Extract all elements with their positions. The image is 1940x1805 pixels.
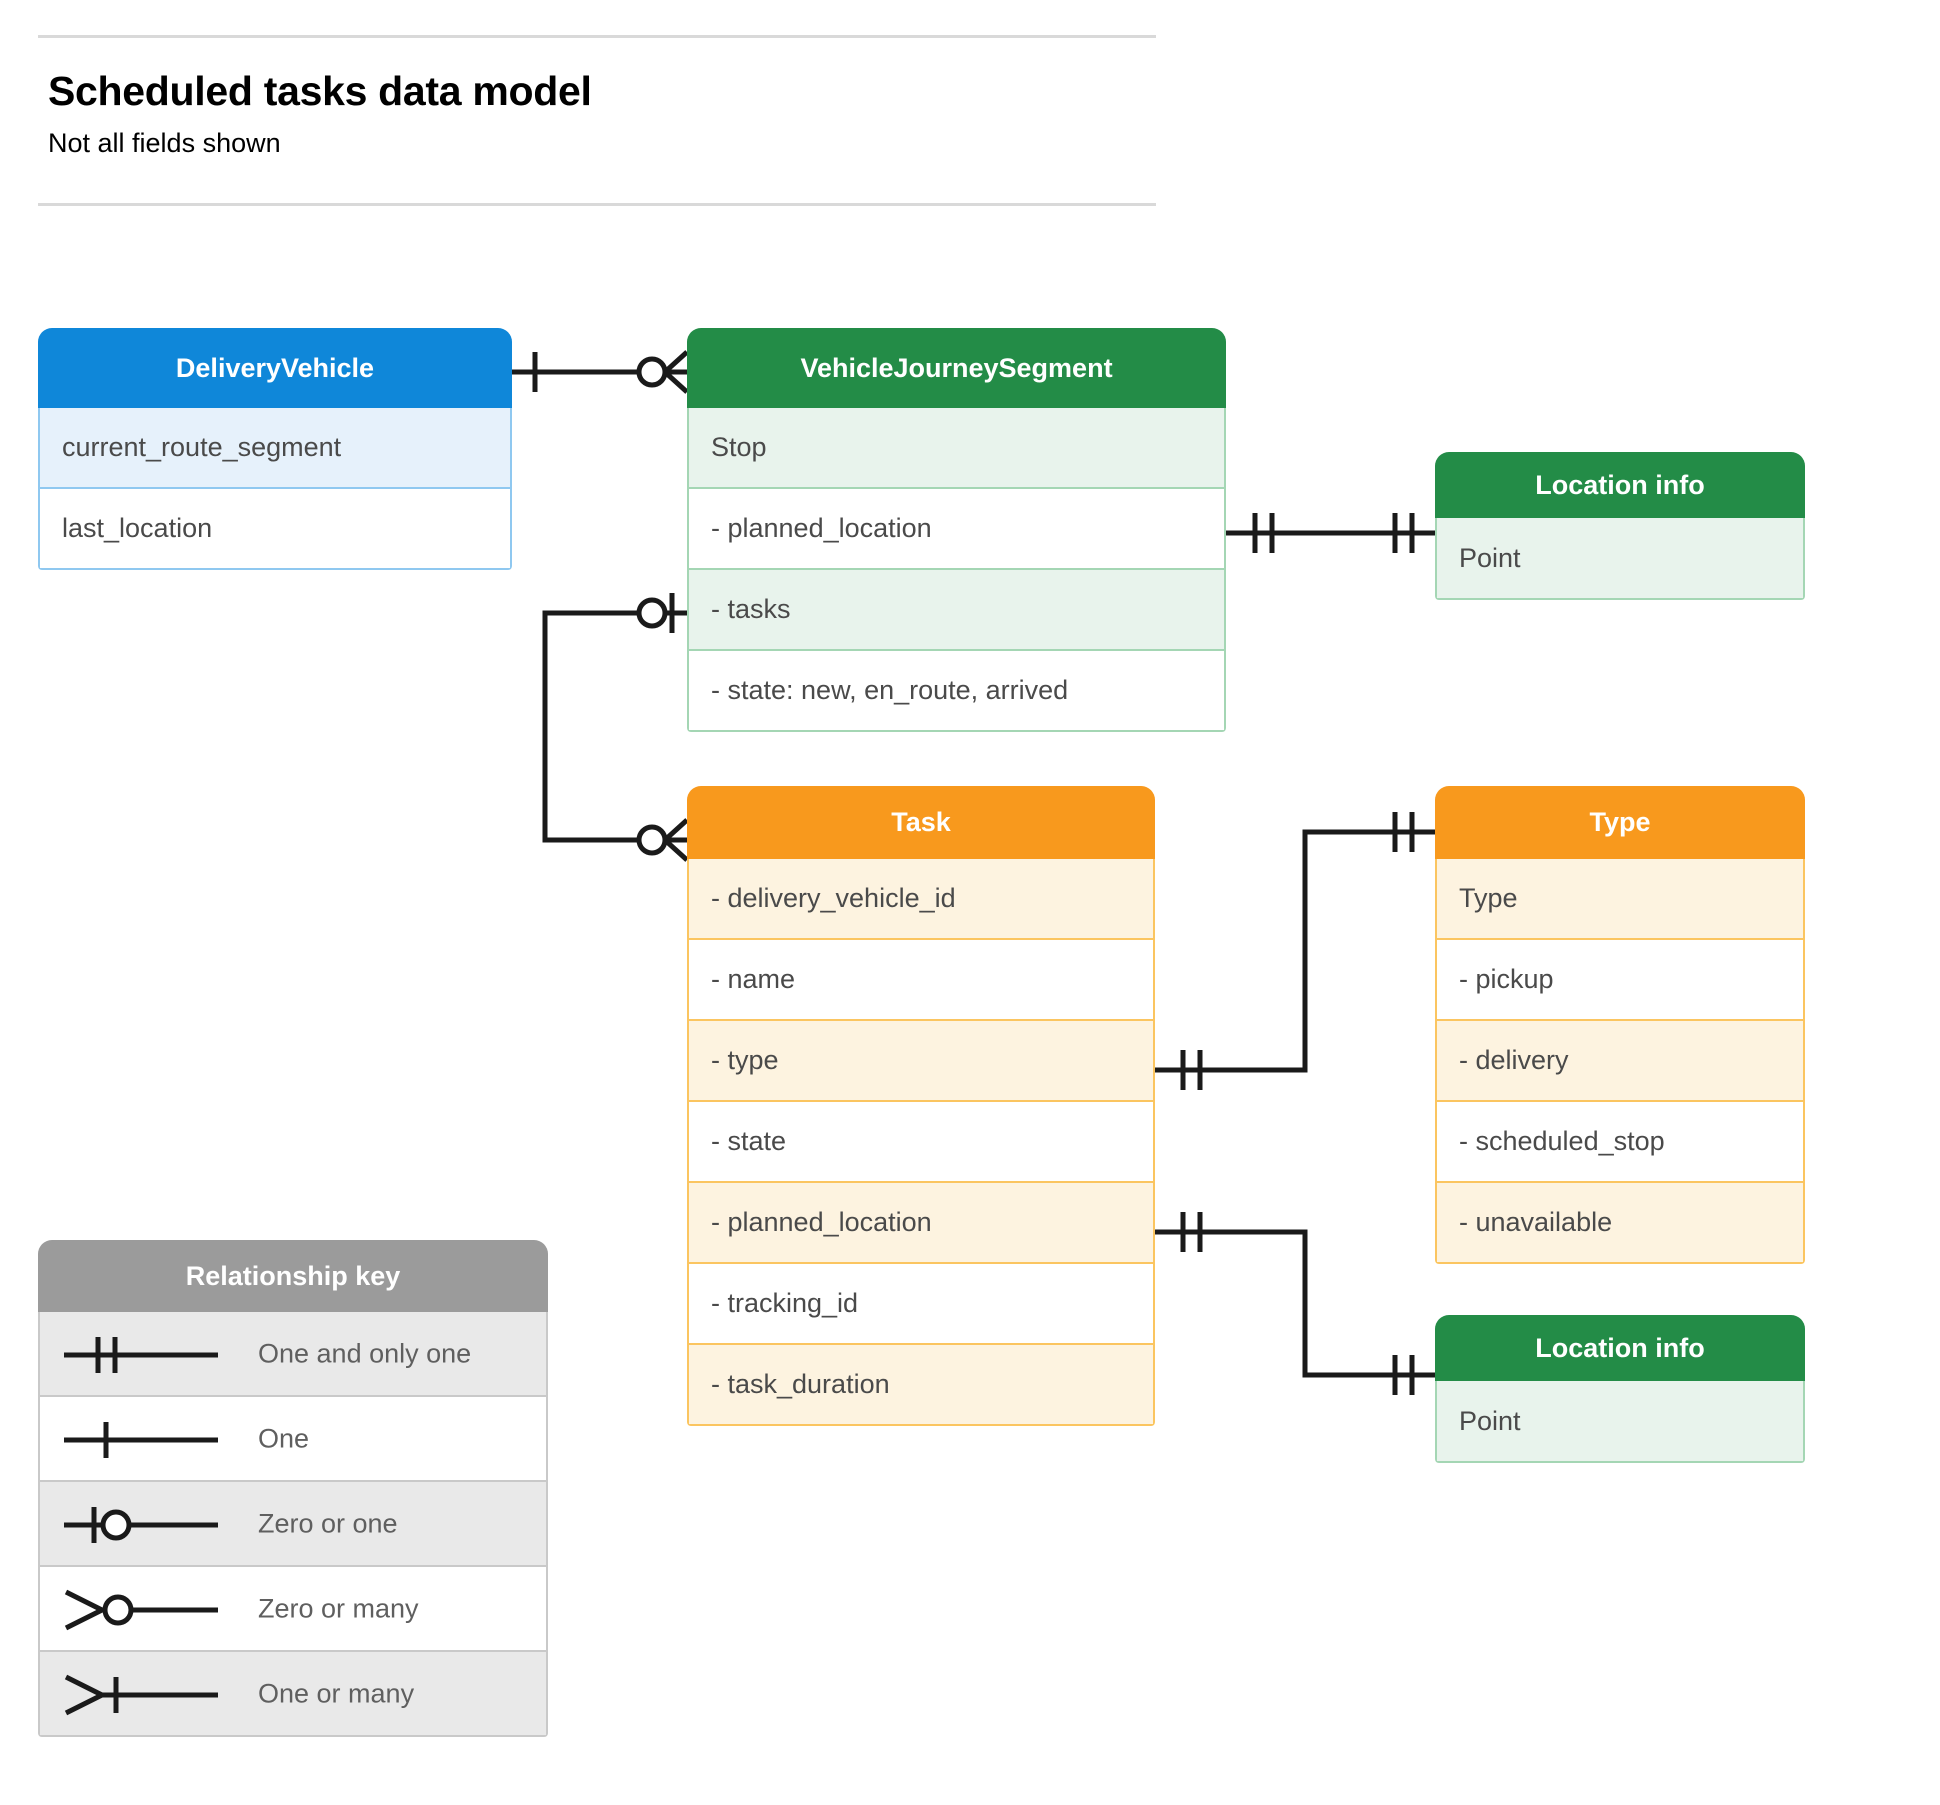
- legend-item[interactable]: Zero or many: [38, 1567, 548, 1652]
- entity-task[interactable]: Task - delivery_vehicle_id - name - type…: [687, 786, 1155, 1426]
- field-row[interactable]: Type: [1435, 859, 1805, 940]
- field-row[interactable]: - delivery_vehicle_id: [687, 859, 1155, 940]
- field-row[interactable]: Point: [1435, 518, 1805, 600]
- one-icon: [58, 1397, 228, 1480]
- page-title: Scheduled tasks data model: [48, 68, 592, 114]
- legend-item[interactable]: Zero or one: [38, 1482, 548, 1567]
- field-row[interactable]: current_route_segment: [38, 408, 512, 489]
- field-row[interactable]: - scheduled_stop: [1435, 1102, 1805, 1183]
- field-row[interactable]: last_location: [38, 489, 512, 570]
- entity-title-type: Type: [1435, 786, 1805, 859]
- relationship-key-legend[interactable]: Relationship key One and only one: [38, 1240, 548, 1737]
- legend-title: Relationship key: [38, 1240, 548, 1312]
- legend-item-label: Zero or one: [258, 1508, 398, 1538]
- entity-title-delivery-vehicle: DeliveryVehicle: [38, 328, 512, 408]
- entity-title-location-info-bottom: Location info: [1435, 1315, 1805, 1381]
- entity-title-location-info-top: Location info: [1435, 452, 1805, 518]
- field-row[interactable]: Stop: [687, 408, 1226, 489]
- field-row[interactable]: - state: new, en_route, arrived: [687, 651, 1226, 732]
- entity-location-info-bottom[interactable]: Location info Point: [1435, 1315, 1805, 1463]
- header-divider-bottom: [38, 203, 1156, 206]
- legend-item[interactable]: One and only one: [38, 1312, 548, 1397]
- entity-vehicle-journey-segment[interactable]: VehicleJourneySegment Stop - planned_loc…: [687, 328, 1226, 732]
- field-row[interactable]: - pickup: [1435, 940, 1805, 1021]
- legend-item-label: One: [258, 1423, 310, 1453]
- page-subtitle: Not all fields shown: [48, 128, 281, 158]
- field-row[interactable]: Point: [1435, 1381, 1805, 1463]
- entity-title-task: Task: [687, 786, 1155, 859]
- entity-title-vehicle-journey-segment: VehicleJourneySegment: [687, 328, 1226, 408]
- field-row[interactable]: - tracking_id: [687, 1264, 1155, 1345]
- zero-or-one-icon: [58, 1482, 228, 1565]
- one-and-only-one-icon: [58, 1312, 228, 1395]
- legend-item-label: One or many: [258, 1678, 415, 1708]
- one-or-many-icon: [58, 1652, 228, 1735]
- field-row[interactable]: - planned_location: [687, 1183, 1155, 1264]
- legend-item[interactable]: One or many: [38, 1652, 548, 1737]
- field-row[interactable]: - unavailable: [1435, 1183, 1805, 1264]
- field-row[interactable]: - name: [687, 940, 1155, 1021]
- field-row[interactable]: - task_duration: [687, 1345, 1155, 1426]
- field-row[interactable]: - type: [687, 1021, 1155, 1102]
- legend-item[interactable]: One: [38, 1397, 548, 1482]
- zero-or-many-icon: [58, 1567, 228, 1650]
- field-row[interactable]: - tasks: [687, 570, 1226, 651]
- entity-location-info-top[interactable]: Location info Point: [1435, 452, 1805, 600]
- field-row[interactable]: - state: [687, 1102, 1155, 1183]
- field-row[interactable]: - delivery: [1435, 1021, 1805, 1102]
- entity-type[interactable]: Type Type - pickup - delivery - schedule…: [1435, 786, 1805, 1264]
- field-row[interactable]: - planned_location: [687, 489, 1226, 570]
- legend-item-label: Zero or many: [258, 1593, 419, 1623]
- legend-item-label: One and only one: [258, 1338, 472, 1368]
- header-divider-top: [38, 35, 1156, 38]
- entity-delivery-vehicle[interactable]: DeliveryVehicle current_route_segment la…: [38, 328, 512, 570]
